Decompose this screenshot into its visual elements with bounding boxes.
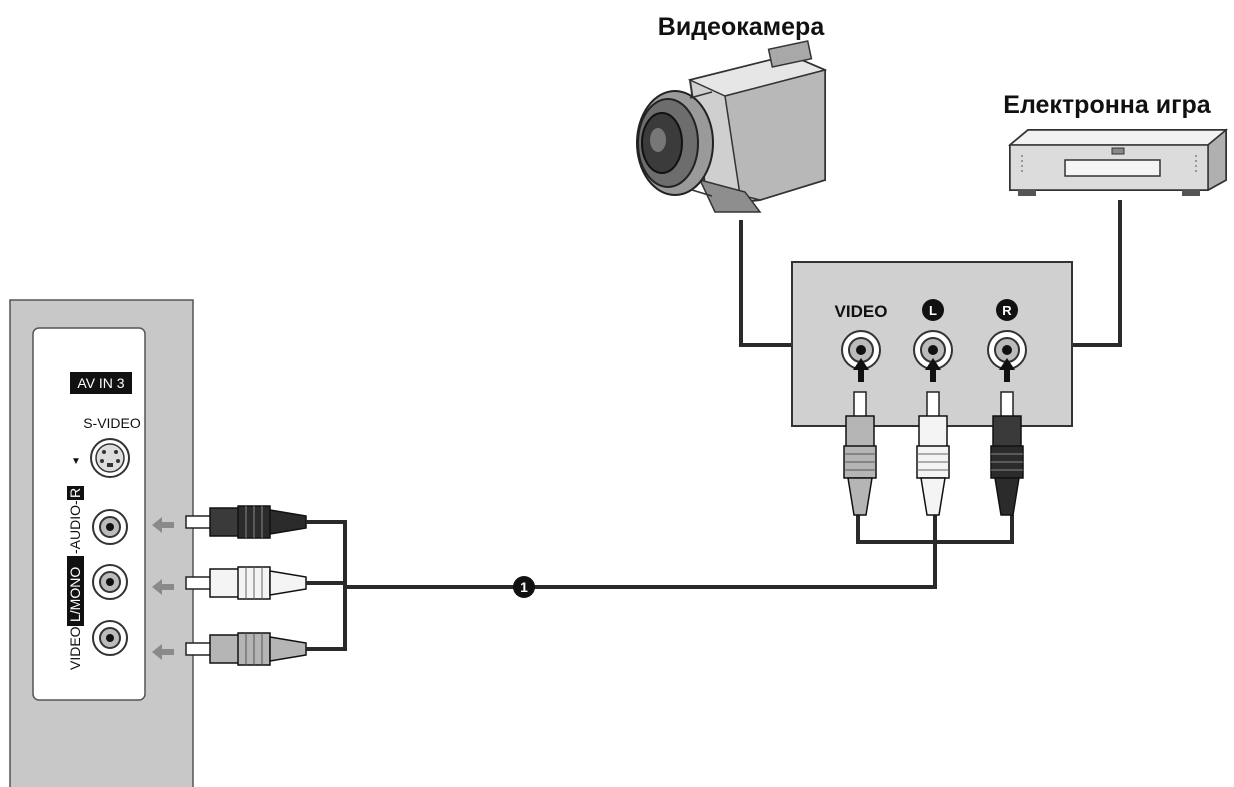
- r-badge: R: [996, 299, 1018, 321]
- rca-plug-icon-white-tv: [185, 566, 307, 600]
- vertical-label-audio: -AUDIO-: [67, 500, 83, 554]
- av-in-3-badge: AV IN 3: [70, 372, 132, 394]
- vertical-label-video: VIDEO: [67, 626, 83, 670]
- arrow-up-icon: [853, 358, 869, 382]
- vertical-label-lmono: L/MONO: [67, 567, 83, 622]
- rca-jack-icon-video: [841, 330, 881, 370]
- callout-number: 1: [520, 579, 528, 595]
- vertical-arrow-glyph: ▼: [71, 456, 81, 467]
- s-video-label: S-VIDEO: [83, 415, 141, 431]
- vertical-jack-labels: VIDEO L/MONO -AUDIO- R: [67, 486, 84, 670]
- rca-plug-icon-red-box: [990, 391, 1024, 516]
- arrow-up-icon: [925, 358, 941, 382]
- callout-marker-1: 1: [513, 576, 535, 598]
- av-box-right-label: R: [1002, 303, 1012, 318]
- rca-plug-icon-red-tv: [185, 505, 307, 539]
- cable-bundle: [306, 200, 1122, 651]
- game-console-label: Електронна игра: [1003, 91, 1212, 119]
- tv-jack-audio-l: [92, 564, 128, 600]
- av-in-3-label: AV IN 3: [77, 375, 124, 391]
- vertical-label-r: R: [67, 488, 83, 498]
- s-video-port-icon: [90, 438, 130, 478]
- camcorder-icon: [636, 40, 828, 213]
- l-badge: L: [922, 299, 944, 321]
- av-box-left-label: L: [929, 303, 937, 318]
- rca-plug-icon-gray-tv: [185, 632, 307, 666]
- camcorder-label: Видеокамера: [658, 13, 826, 41]
- game-console-icon: [1007, 128, 1229, 196]
- av-box-video-label: VIDEO: [835, 302, 888, 321]
- rca-jack-icon-left: [913, 330, 953, 370]
- tv-jack-audio-r: [92, 509, 128, 545]
- tv-jack-video: [92, 620, 128, 656]
- arrow-up-icon: [999, 358, 1015, 382]
- rca-plug-icon-white-box: [916, 391, 950, 516]
- rca-plug-icon-gray-box: [843, 391, 877, 516]
- rca-jack-icon-right: [987, 330, 1027, 370]
